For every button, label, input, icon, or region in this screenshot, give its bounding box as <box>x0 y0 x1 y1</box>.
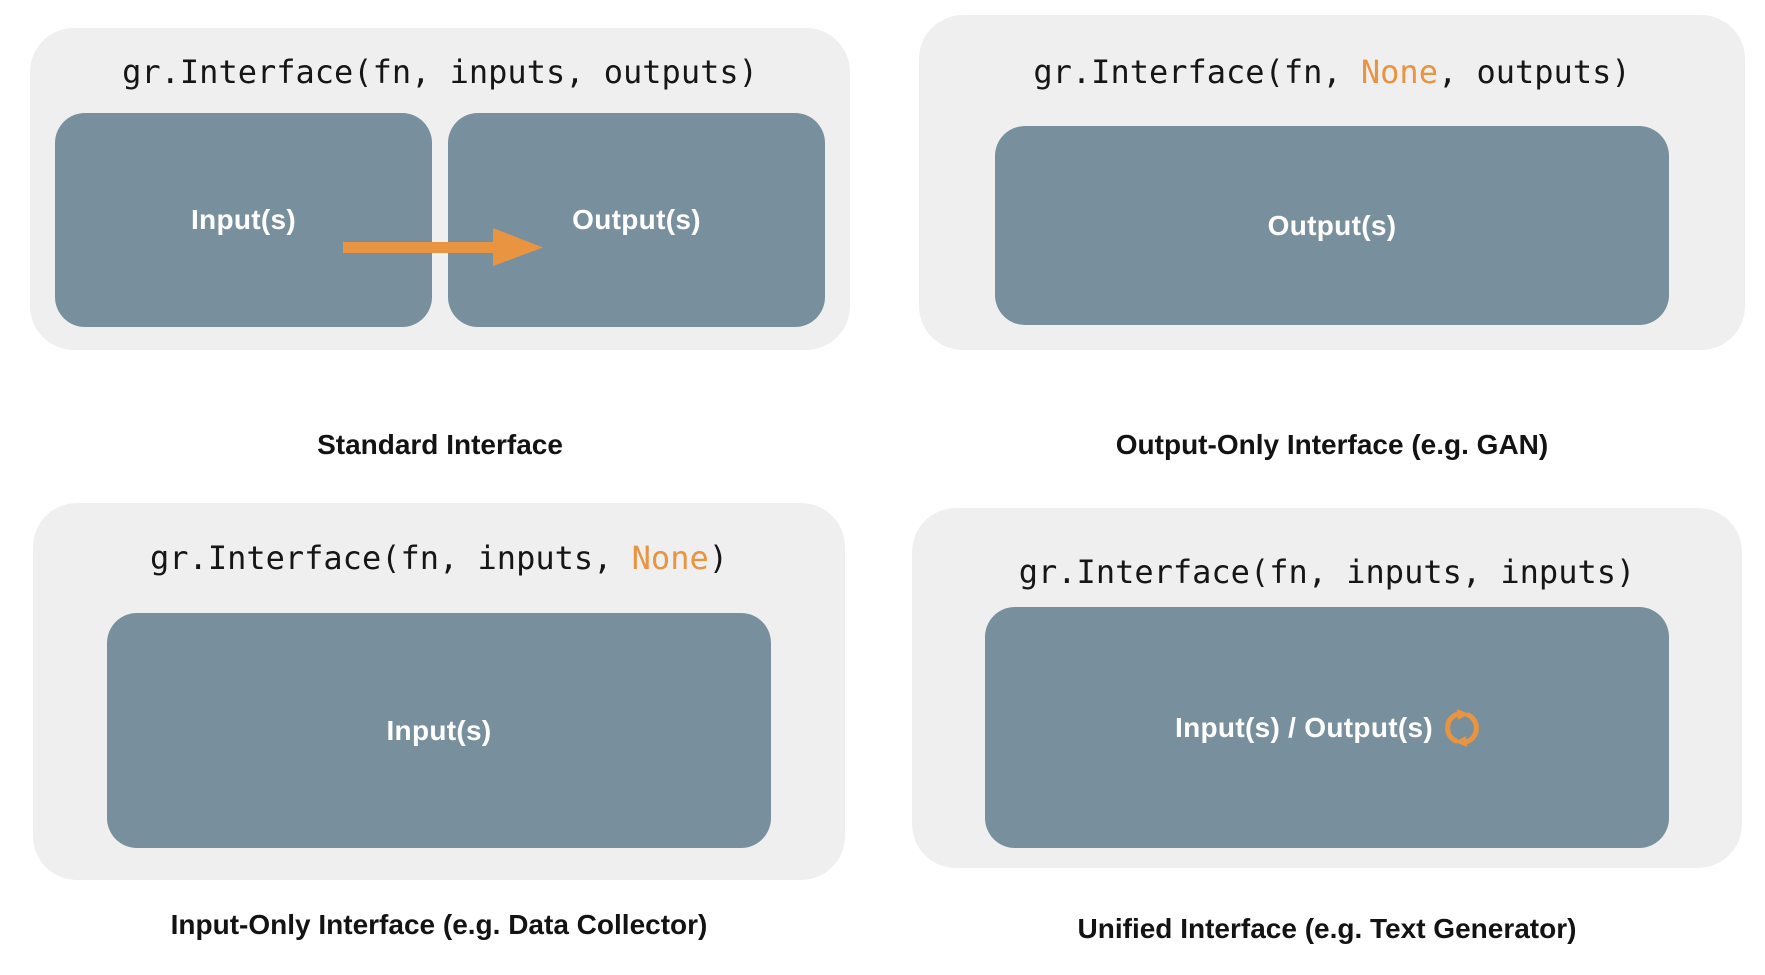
code-text: , outputs) <box>1437 53 1631 91</box>
code-text: gr.Interface(fn, inputs, <box>150 539 632 577</box>
code-highlight-none: None <box>1360 53 1438 91</box>
flow-arrow-icon <box>343 228 543 266</box>
io-labelwrap: Input(s) / Output(s) <box>1175 708 1479 748</box>
code-text: gr.Interface(fn, <box>1033 53 1361 91</box>
panel-standard-interface: gr.Interface(fn, inputs, outputs) Input(… <box>30 28 850 350</box>
input-output-box: Input(s) / Output(s) <box>985 607 1669 848</box>
input-box: Input(s) <box>55 113 432 327</box>
code-text: gr.Interface(fn, inputs, outputs) <box>122 53 758 91</box>
caption-input-only-interface: Input-Only Interface (e.g. Data Collecto… <box>170 909 708 940</box>
output-box-label: Output(s) <box>572 204 701 235</box>
code-highlight-none: None <box>631 539 709 577</box>
output-box-label: Output(s) <box>1267 209 1397 241</box>
code-line: gr.Interface(fn, inputs, inputs) <box>912 553 1742 591</box>
input-box: Input(s) <box>107 613 771 848</box>
code-line: gr.Interface(fn, None, outputs) <box>919 53 1745 91</box>
sync-icon <box>1445 708 1479 747</box>
output-box: Output(s) <box>448 113 825 327</box>
boxes-row: Output(s) <box>995 126 1669 325</box>
boxes-row: Input(s) / Output(s) <box>985 607 1669 848</box>
caption-unified-interface: Unified Interface (e.g. Text Generator) <box>1077 913 1577 944</box>
input-box-label: Input(s) <box>386 714 492 746</box>
panel-input-only-interface: gr.Interface(fn, inputs, None) Input(s) <box>33 503 845 880</box>
code-text: gr.Interface(fn, inputs, inputs) <box>1018 553 1636 591</box>
output-box: Output(s) <box>995 126 1669 325</box>
caption-output-only-interface: Output-Only Interface (e.g. GAN) <box>1115 429 1549 460</box>
code-text: ) <box>708 539 728 577</box>
code-line: gr.Interface(fn, inputs, outputs) <box>30 53 850 91</box>
panel-output-only-interface: gr.Interface(fn, None, outputs) Output(s… <box>919 15 1745 350</box>
input-output-box-label: Input(s) / Output(s) <box>1175 711 1433 743</box>
input-box-label: Input(s) <box>190 204 297 235</box>
caption-standard-interface: Standard Interface <box>317 429 563 460</box>
boxes-row: Input(s) Output(s) <box>55 113 825 327</box>
panel-unified-interface: gr.Interface(fn, inputs, inputs) Input(s… <box>912 508 1742 868</box>
code-line: gr.Interface(fn, inputs, None) <box>33 539 845 577</box>
boxes-row: Input(s) <box>107 613 771 848</box>
